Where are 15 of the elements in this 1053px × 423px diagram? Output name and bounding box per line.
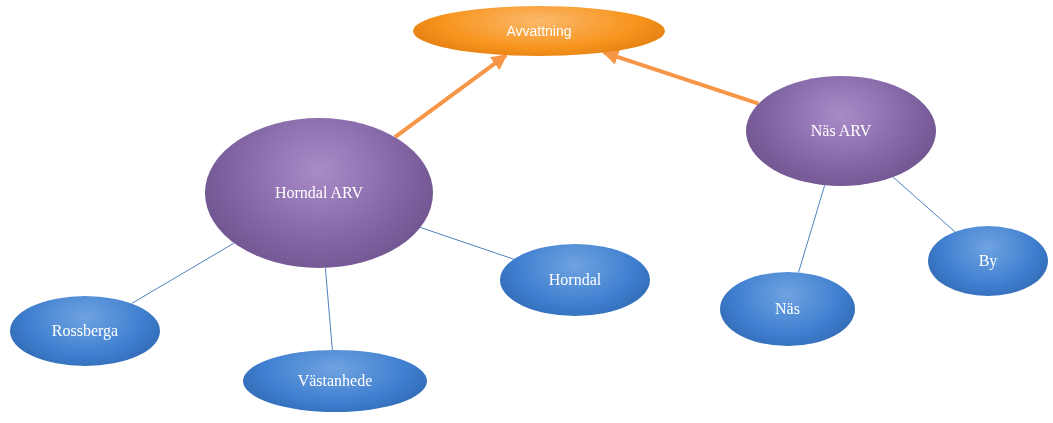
node-label: By <box>978 252 998 270</box>
arrow <box>602 49 760 106</box>
connector-line <box>324 267 333 351</box>
node-label: Näs ARV <box>810 122 872 140</box>
node-label: Horndal ARV <box>274 184 363 202</box>
connector-line <box>892 176 956 233</box>
connector-line <box>131 242 235 305</box>
arrow <box>393 53 508 139</box>
node-label: Näs <box>775 300 800 318</box>
connector-line <box>419 226 515 260</box>
connector-line <box>797 184 826 273</box>
node-label: Västanhede <box>297 372 373 390</box>
node-label: Rossberga <box>51 322 119 340</box>
node-label: Horndal <box>548 271 602 289</box>
node-label: Avvattning <box>506 23 572 39</box>
